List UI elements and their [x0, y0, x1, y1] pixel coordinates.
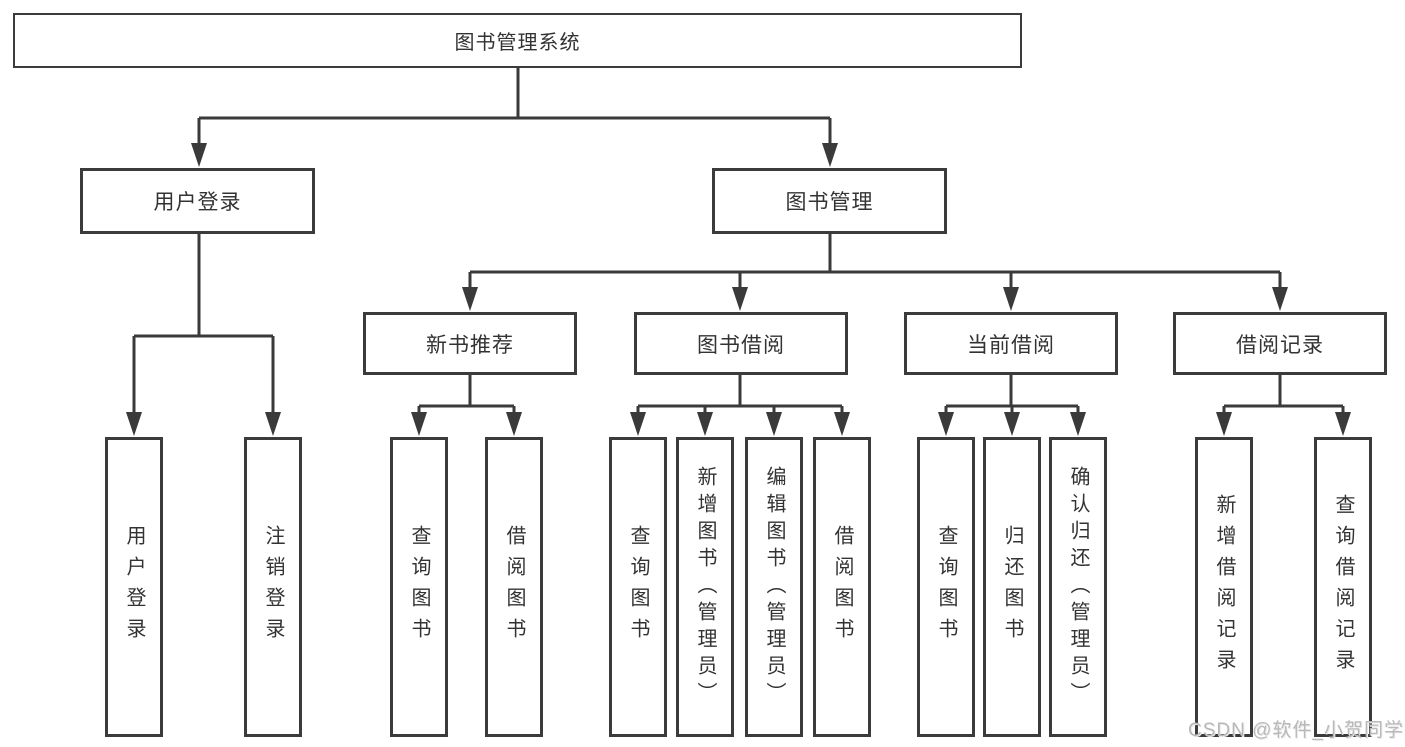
node-label: 借阅记录: [1236, 333, 1324, 357]
node-label: 当前借阅: [967, 333, 1055, 357]
leaf-logout: 注销登录: [244, 437, 302, 737]
arrowhead-icons: [126, 143, 1351, 436]
leaf-label: 编辑图书（管理员）: [763, 465, 785, 709]
leaf-borrow-books-recommend: 借阅图书: [485, 437, 543, 737]
leaf-add-book-admin: 新增图书（管理员）: [676, 437, 734, 737]
node-library-management-system: 图书管理系统: [13, 13, 1022, 68]
leaf-label: 查询图书: [935, 525, 957, 649]
leaf-label: 新增图书（管理员）: [694, 465, 716, 709]
node-new-book-recommend: 新书推荐: [363, 312, 577, 375]
node-borrow-records: 借阅记录: [1173, 312, 1387, 375]
leaf-label: 用户登录: [123, 525, 145, 649]
tree-edges: [132, 68, 1345, 416]
node-user-login: 用户登录: [80, 168, 315, 234]
leaf-label: 归还图书: [1001, 525, 1023, 649]
leaf-label: 查询借阅记录: [1332, 494, 1354, 680]
leaf-label: 新增借阅记录: [1213, 494, 1235, 680]
leaf-query-borrow-record: 查询借阅记录: [1314, 437, 1372, 737]
leaf-borrow-books: 借阅图书: [813, 437, 871, 737]
leaf-return-books: 归还图书: [983, 437, 1041, 737]
leaf-user-login: 用户登录: [105, 437, 163, 737]
node-label: 图书管理系统: [454, 32, 581, 54]
leaf-confirm-return-admin: 确认归还（管理员）: [1049, 437, 1107, 737]
leaf-query-books-recommend: 查询图书: [390, 437, 448, 737]
leaf-edit-book-admin: 编辑图书（管理员）: [745, 437, 803, 737]
leaf-label: 查询图书: [408, 525, 430, 649]
node-label: 用户登录: [153, 191, 242, 214]
node-book-management: 图书管理: [712, 168, 947, 234]
node-current-borrowing: 当前借阅: [904, 312, 1118, 375]
leaf-label: 查询图书: [627, 525, 649, 649]
leaf-add-borrow-record: 新增借阅记录: [1195, 437, 1253, 737]
node-label: 新书推荐: [426, 333, 514, 357]
csdn-watermark: CSDN @软件_小贺同学: [1188, 720, 1404, 741]
node-label: 图书借阅: [697, 333, 785, 357]
leaf-label: 借阅图书: [503, 525, 525, 649]
leaf-label: 借阅图书: [831, 525, 853, 649]
node-label: 图书管理: [785, 191, 874, 214]
leaf-query-books-current: 查询图书: [917, 437, 975, 737]
leaf-label: 确认归还（管理员）: [1067, 465, 1089, 709]
node-book-borrowing: 图书借阅: [634, 312, 848, 375]
leaf-query-books-borrow: 查询图书: [609, 437, 667, 737]
leaf-label: 注销登录: [262, 525, 284, 649]
